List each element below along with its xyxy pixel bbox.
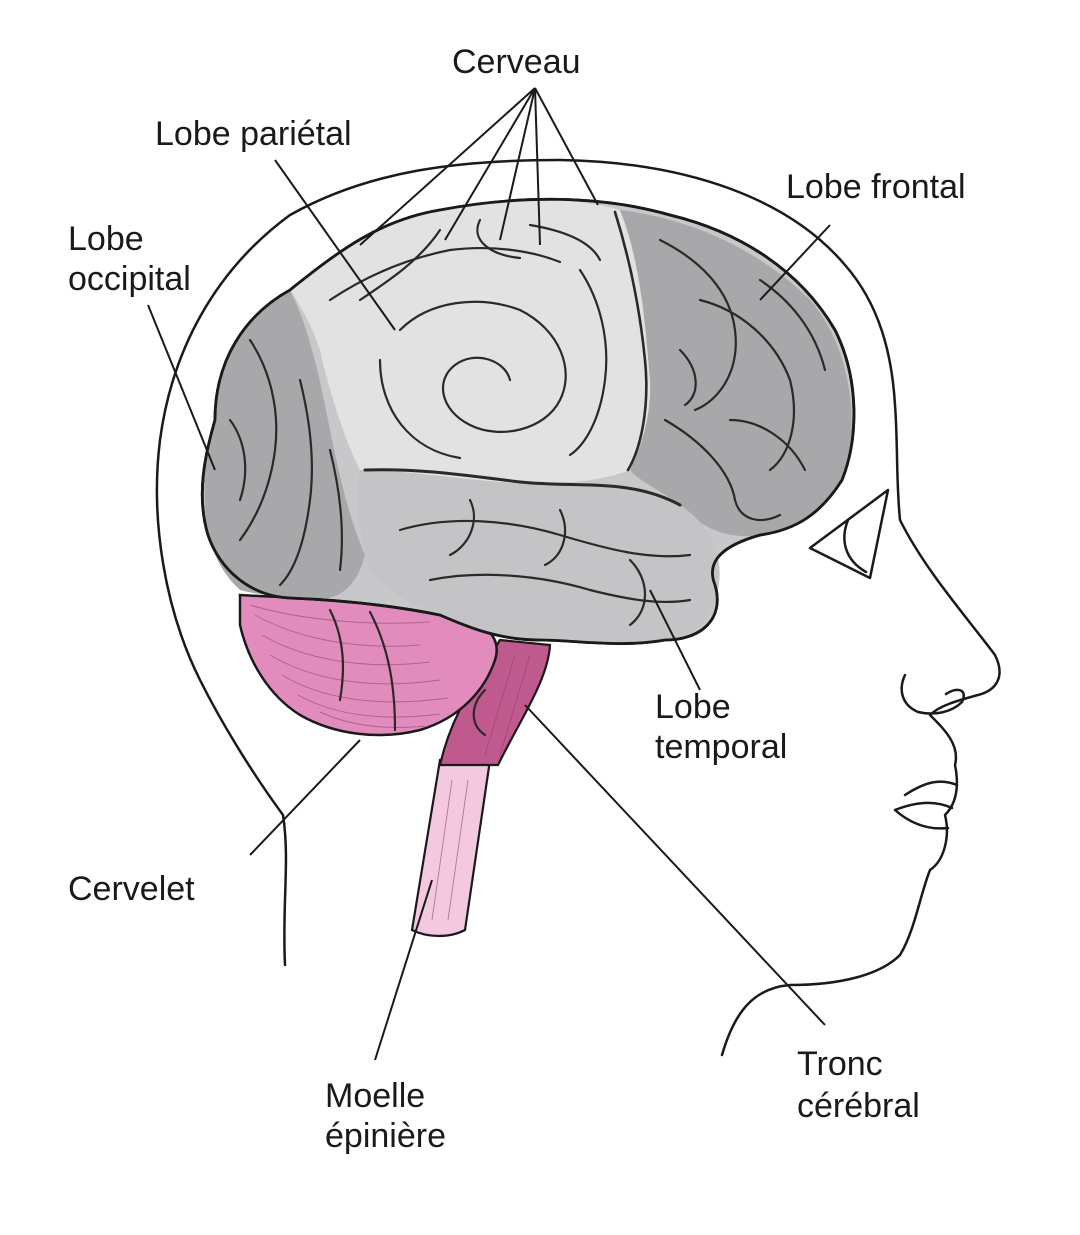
label-lobe-temporal-line1: Lobe bbox=[655, 688, 731, 726]
spinal-cord bbox=[410, 758, 492, 938]
label-moelle-line1: Moelle bbox=[325, 1077, 425, 1115]
label-lobe-parietal: Lobe pariétal bbox=[155, 115, 352, 153]
nose-outline bbox=[900, 673, 965, 715]
label-cervelet: Cervelet bbox=[68, 870, 195, 908]
label-moelle-line2: épinière bbox=[325, 1117, 446, 1155]
occipital-lobe bbox=[204, 290, 365, 598]
label-tronc-line2: cérébral bbox=[797, 1087, 920, 1125]
lips-outline bbox=[893, 780, 959, 830]
label-cerveau: Cerveau bbox=[452, 43, 581, 81]
eye-lid bbox=[843, 518, 868, 574]
leader-lines bbox=[147, 87, 831, 1061]
cerebellum-folia bbox=[249, 604, 449, 732]
eye-outline bbox=[808, 488, 890, 580]
brain-gyri bbox=[228, 210, 827, 627]
label-lobe-frontal: Lobe frontal bbox=[786, 168, 966, 206]
label-lobe-occipital-line2: occipital bbox=[68, 260, 191, 298]
parietal-lobe bbox=[290, 199, 651, 484]
temporal-lobe bbox=[358, 470, 720, 645]
label-lobe-occipital-line1: Lobe bbox=[68, 220, 144, 258]
label-tronc-line1: Tronc bbox=[797, 1045, 883, 1083]
label-lobe-temporal-line2: temporal bbox=[655, 728, 787, 766]
head-outline bbox=[155, 158, 1001, 1057]
frontal-lobe bbox=[620, 210, 852, 537]
